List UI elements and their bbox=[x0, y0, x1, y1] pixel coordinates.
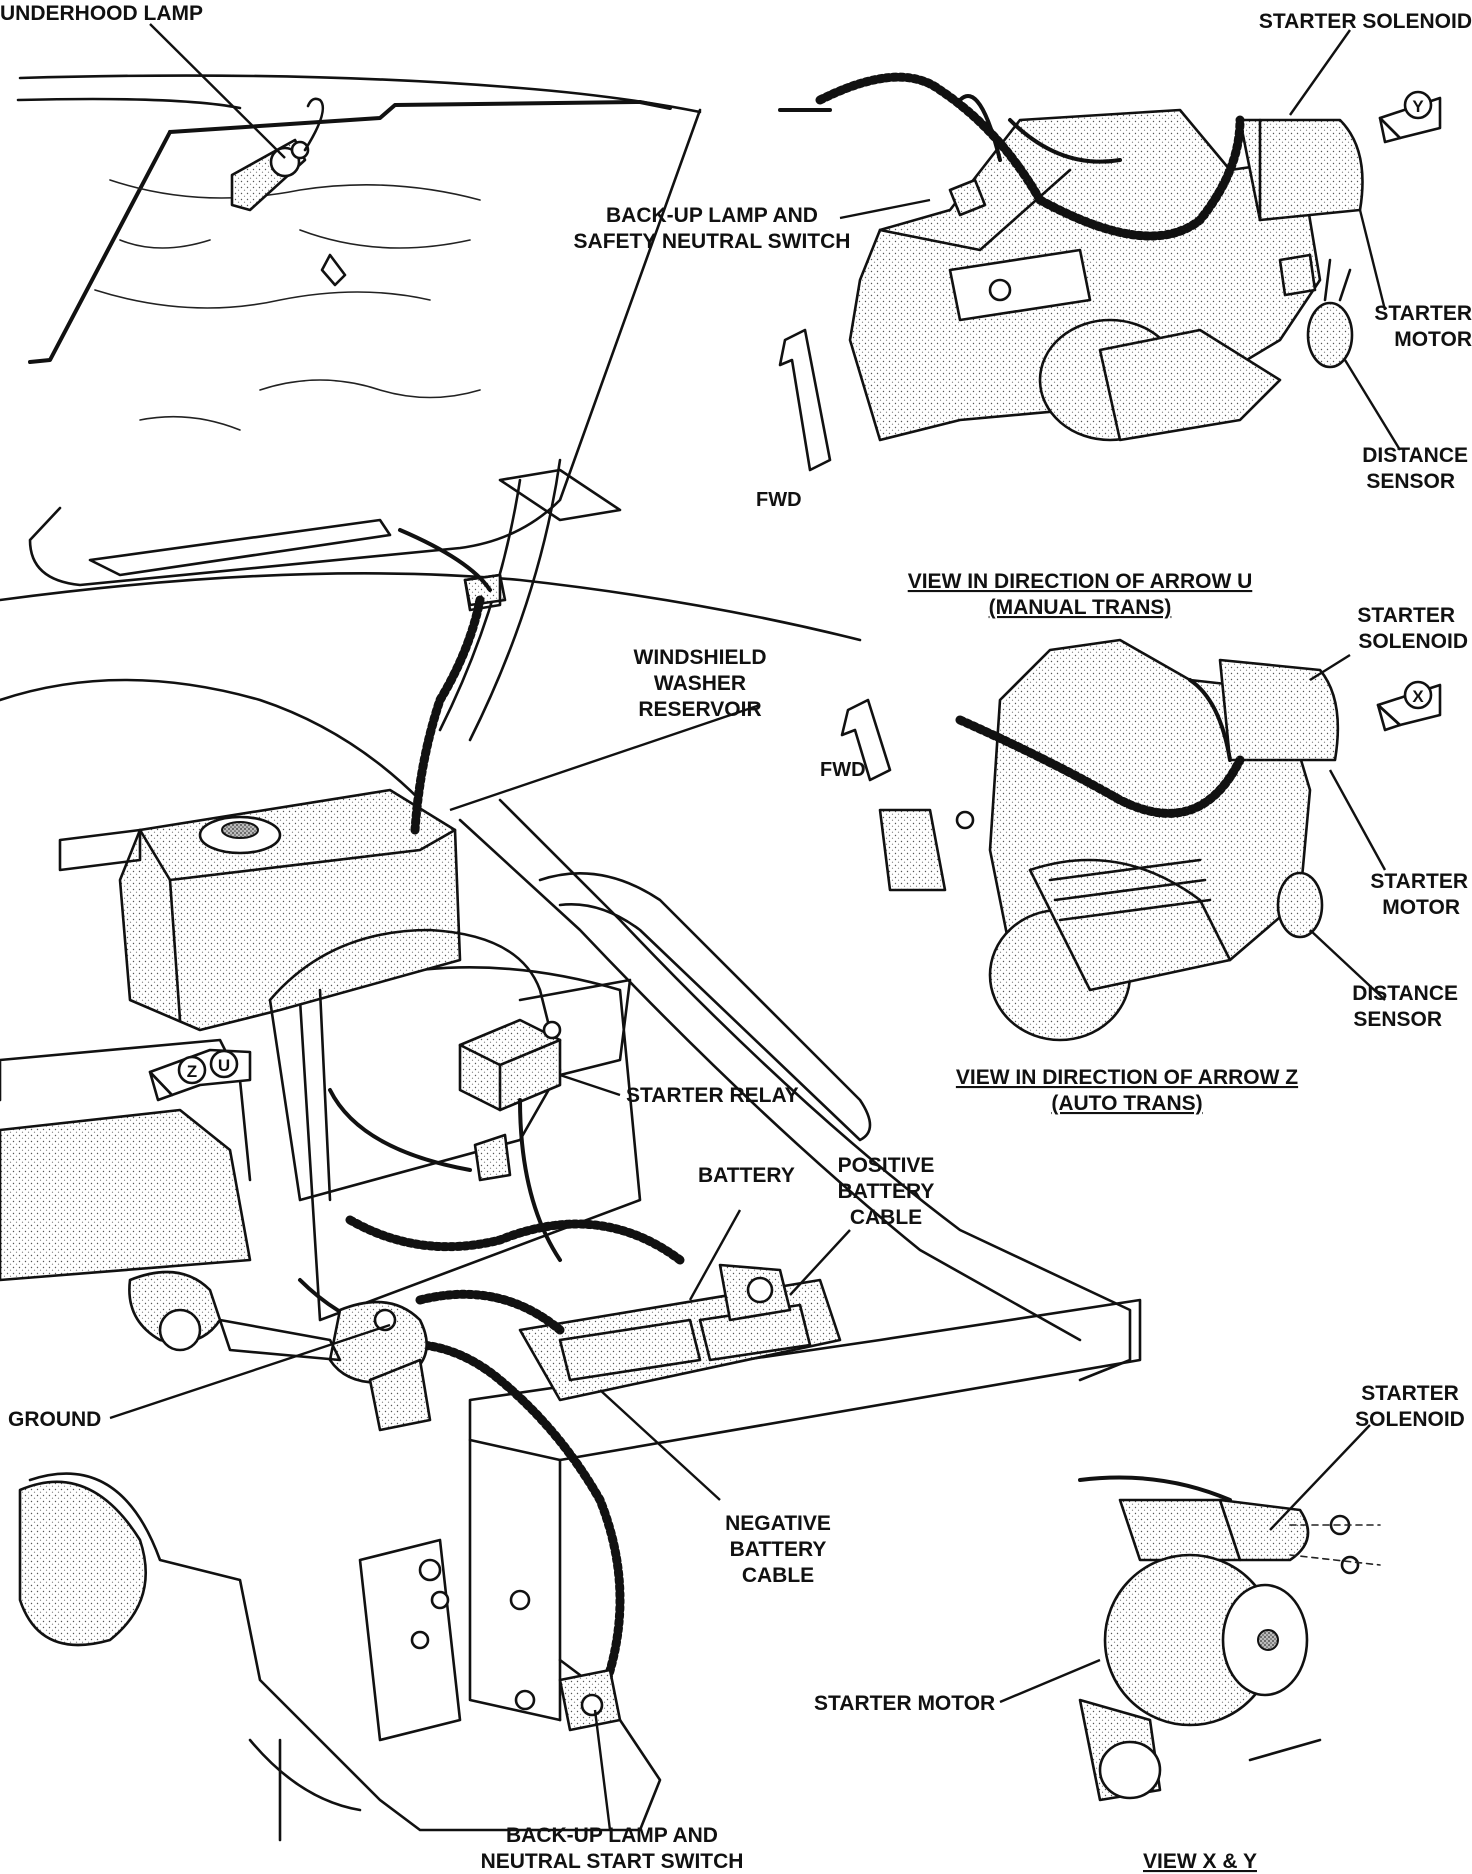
starter-solenoid-label: STARTER SOLENOID bbox=[1259, 10, 1472, 33]
view-xy-label: VIEW X & Y bbox=[1143, 1850, 1257, 1873]
neg-cable-line2: BATTERY bbox=[730, 1538, 827, 1561]
view-z-title: VIEW IN DIRECTION OF ARROW Z bbox=[956, 1066, 1298, 1089]
label-starter-motor-u: STARTER MOTOR bbox=[1374, 302, 1472, 351]
label-backup-neutral-switch: BACK-UP LAMP AND NEUTRAL START SWITCH bbox=[481, 1824, 744, 1873]
backup-safety-line1: BACK-UP LAMP AND bbox=[606, 204, 818, 227]
starter-solenoid-xy-line1: STARTER bbox=[1361, 1382, 1459, 1405]
label-starter-solenoid-xy: STARTER SOLENOID bbox=[1355, 1382, 1465, 1431]
pos-cable-line3: CABLE bbox=[850, 1206, 922, 1229]
label-starter-motor-z: STARTER MOTOR bbox=[1370, 870, 1468, 919]
harness-fender bbox=[398, 528, 502, 835]
underhood-lamp-label: UNDERHOOD LAMP bbox=[0, 2, 203, 25]
arrow-z-letter: Z bbox=[187, 1062, 197, 1081]
label-washer-reservoir: WINDSHIELD WASHER RESERVOIR bbox=[634, 646, 767, 721]
arrow-z-u bbox=[148, 1048, 252, 1102]
leader-lines bbox=[109, 23, 1402, 1831]
neg-cable-line1: NEGATIVE bbox=[725, 1512, 831, 1535]
backup-neutral-line1: BACK-UP LAMP AND bbox=[506, 1824, 718, 1847]
starter-relay-label: STARTER RELAY bbox=[626, 1084, 799, 1107]
starter-motor-z-line2: MOTOR bbox=[1382, 896, 1460, 919]
battery-label: BATTERY bbox=[698, 1164, 795, 1187]
fwd-label-z: FWD bbox=[820, 759, 866, 781]
label-view-u: VIEW IN DIRECTION OF ARROW U (MANUAL TRA… bbox=[908, 570, 1253, 619]
arrow-u-letter: U bbox=[218, 1056, 230, 1075]
distance-sensor-u-line2: SENSOR bbox=[1366, 470, 1455, 493]
washer-line3: RESERVOIR bbox=[638, 698, 761, 721]
starter-solenoid-z-line1: STARTER bbox=[1357, 604, 1455, 627]
distance-sensor-z-line1: DISTANCE bbox=[1352, 982, 1458, 1005]
washer-line2: WASHER bbox=[654, 672, 746, 695]
pos-cable-line1: POSITIVE bbox=[838, 1154, 935, 1177]
washer-line1: WINDSHIELD bbox=[634, 646, 767, 669]
ground-label: GROUND bbox=[8, 1408, 101, 1431]
starter-motor-z-line1: STARTER bbox=[1370, 870, 1468, 893]
label-underhood-lamp: UNDERHOOD LAMP bbox=[0, 2, 203, 25]
view-u-title: VIEW IN DIRECTION OF ARROW U bbox=[908, 570, 1253, 593]
starter-solenoid-xy-line2: SOLENOID bbox=[1355, 1408, 1465, 1431]
underhood-lamp bbox=[230, 97, 347, 287]
view-z-assembly bbox=[878, 638, 1340, 1042]
starter-motor-u-line1: STARTER bbox=[1374, 302, 1472, 325]
wiring-bundle bbox=[298, 1088, 685, 1705]
battery bbox=[518, 1263, 842, 1402]
starter-motor-xy-label: STARTER MOTOR bbox=[814, 1692, 995, 1715]
distance-sensor-z-line2: SENSOR bbox=[1353, 1008, 1442, 1031]
fwd-label-u: FWD bbox=[756, 489, 802, 511]
arrow-x bbox=[1376, 680, 1442, 732]
starter-relay bbox=[458, 1018, 562, 1112]
view-z-subtitle: (AUTO TRANS) bbox=[1051, 1092, 1202, 1115]
strut-tower bbox=[268, 928, 632, 1202]
distance-sensor-u-line1: DISTANCE bbox=[1362, 444, 1468, 467]
backup-safety-line2: SAFETY NEUTRAL SWITCH bbox=[574, 230, 851, 253]
fwd-arrow-z bbox=[840, 698, 892, 782]
label-positive-cable: POSITIVE BATTERY CABLE bbox=[838, 1154, 935, 1229]
starter-motor-u-line2: MOTOR bbox=[1394, 328, 1472, 351]
backup-neutral-line2: NEUTRAL START SWITCH bbox=[481, 1850, 744, 1873]
hood bbox=[0, 74, 862, 642]
arrow-y bbox=[1378, 90, 1442, 144]
view-u-assembly bbox=[778, 72, 1364, 442]
label-distance-sensor-u: DISTANCE SENSOR bbox=[1362, 444, 1468, 493]
windshield-washer-reservoir bbox=[58, 788, 462, 1032]
arrow-y-letter: Y bbox=[1412, 97, 1424, 116]
neg-cable-line3: CABLE bbox=[742, 1564, 814, 1587]
label-view-z: VIEW IN DIRECTION OF ARROW Z (AUTO TRANS… bbox=[956, 1066, 1298, 1115]
label-starter-solenoid-top: STARTER SOLENOID bbox=[1259, 10, 1472, 33]
view-xy-assembly bbox=[1078, 1475, 1381, 1802]
transmission-case bbox=[18, 1472, 662, 1842]
label-distance-sensor-z: DISTANCE SENSOR bbox=[1352, 982, 1458, 1031]
label-starter-solenoid-z: STARTER SOLENOID bbox=[1357, 604, 1468, 653]
pos-cable-line2: BATTERY bbox=[838, 1180, 935, 1203]
fwd-arrow-u bbox=[778, 328, 832, 472]
starter-solenoid-z-line2: SOLENOID bbox=[1358, 630, 1468, 653]
view-u-subtitle: (MANUAL TRANS) bbox=[989, 596, 1172, 619]
label-negative-cable: NEGATIVE BATTERY CABLE bbox=[725, 1512, 831, 1587]
label-backup-safety-switch: BACK-UP LAMP AND SAFETY NEUTRAL SWITCH bbox=[574, 204, 851, 253]
arrow-x-letter: X bbox=[1412, 687, 1424, 706]
